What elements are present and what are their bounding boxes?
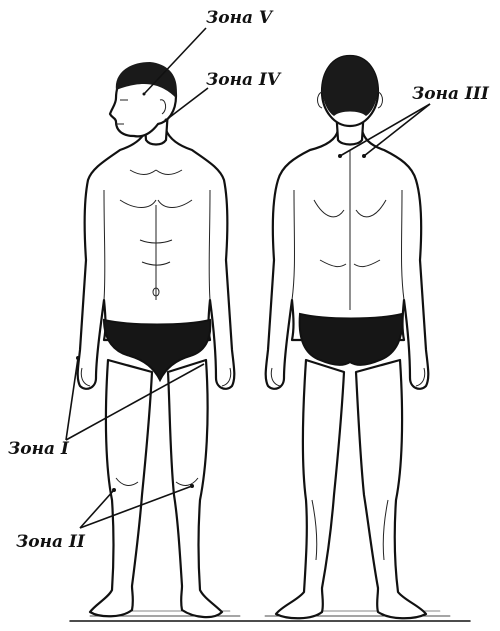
zone-5-label: Зона V (206, 10, 272, 27)
front-figure (76, 62, 234, 617)
back-figure (266, 56, 429, 618)
zone-2-label: Зона II (16, 534, 85, 551)
zone-1-label: Зона I (8, 441, 69, 458)
zone-4-label: Зона IV (206, 72, 280, 89)
zone-3-label: Зона III (412, 86, 489, 103)
